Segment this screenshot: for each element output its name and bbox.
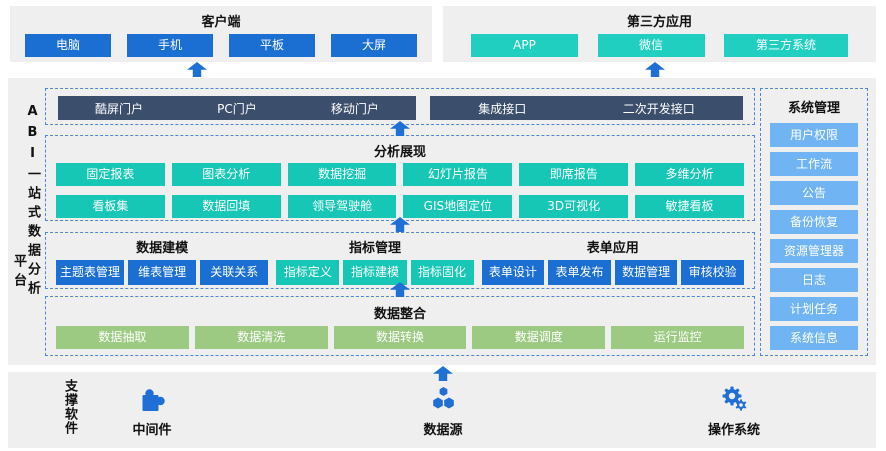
datasource-item: 数据源 (423, 386, 463, 438)
third-party-item-wechat: 微信 (597, 34, 705, 57)
client-item-bigscreen: 大屏 (331, 34, 417, 57)
analysis-item: 即席报告 (519, 163, 629, 186)
third-party-item-system: 第三方系统 (724, 34, 848, 57)
third-party-section: 第三方应用 APP 微信 第三方系统 (443, 6, 876, 62)
modeling-item: 维表管理 (128, 260, 197, 285)
os-item: 操作系统 (708, 386, 760, 438)
analysis-item: 多维分析 (635, 163, 744, 186)
platform-band: ABI一站式数据分析 平台 酷屏门户 PC门户 移动门户 集成接口 二次开发接口… (8, 78, 876, 365)
integration-section: 数据整合 数据抽取 数据清洗 数据转换 数据调度 运行监控 (45, 296, 755, 356)
portal-item-coolscreen: 酷屏门户 (95, 101, 144, 116)
interface-bar: 集成接口 二次开发接口 (430, 96, 743, 120)
platform-label-tail: 平台 (11, 254, 26, 292)
client-item-tablet: 平板 (229, 34, 315, 57)
portal-item-pc: PC门户 (217, 101, 257, 116)
system-item-resource-manager: 资源管理器 (770, 239, 858, 263)
analysis-item: 图表分析 (171, 163, 281, 186)
client-item-pc: 电脑 (25, 34, 111, 57)
form-item: 表单发布 (548, 260, 611, 285)
indicator-item: 指标定义 (276, 260, 340, 285)
analysis-item: 看板集 (56, 195, 165, 218)
portal-section: 酷屏门户 PC门户 移动门户 集成接口 二次开发接口 (45, 88, 755, 125)
third-party-item-app: APP (471, 34, 578, 57)
system-item-system-info: 系统信息 (770, 326, 858, 350)
form-item: 审核校验 (681, 260, 744, 285)
analysis-item: 敏捷看板 (635, 195, 744, 218)
form-item: 表单设计 (481, 260, 545, 285)
portal-item-mobile: 移动门户 (330, 101, 379, 116)
datasource-label: 数据源 (423, 423, 463, 438)
modeling-item: 主题表管理 (56, 260, 125, 285)
form-item: 数据管理 (614, 260, 678, 285)
modeling-item: 关联关系 (200, 260, 269, 285)
indicator-group: 指标管理 指标定义 指标建模 指标固化 (276, 233, 474, 288)
up-arrow (187, 62, 207, 77)
indicator-title: 指标管理 (348, 241, 401, 256)
data-modeling-group: 数据建模 主题表管理 维表管理 关联关系 (56, 233, 269, 288)
analysis-item: 数据挖掘 (287, 163, 397, 186)
integration-item: 数据调度 (472, 326, 606, 349)
system-section-title: 系统管理 (787, 101, 840, 116)
platform-label-main: ABI一站式数据分析 (25, 104, 40, 300)
gears-icon (721, 386, 747, 416)
client-section-title: 客户端 (201, 15, 241, 30)
system-item-backup: 备份恢复 (770, 210, 858, 234)
analysis-item: 幻灯片报告 (403, 163, 513, 186)
system-item-user-permissions: 用户权限 (770, 123, 858, 147)
middleware-label: 中间件 (132, 423, 172, 438)
system-item-scheduled-tasks: 计划任务 (770, 297, 858, 321)
form-group: 表单应用 表单设计 表单发布 数据管理 审核校验 (481, 233, 744, 288)
system-item-workflow: 工作流 (770, 152, 858, 176)
analysis-item: GIS地图定位 (403, 195, 513, 218)
analysis-item: 固定报表 (56, 163, 165, 186)
data-modeling-title: 数据建模 (136, 241, 189, 256)
form-title: 表单应用 (586, 241, 639, 256)
system-item-log: 日志 (770, 268, 858, 292)
client-item-mobile: 手机 (127, 34, 213, 57)
integration-item: 运行监控 (611, 326, 744, 349)
puzzle-icon (139, 386, 165, 416)
up-arrow (645, 62, 665, 77)
analysis-item: 数据回填 (171, 195, 281, 218)
system-section: 系统管理 用户权限 工作流 公告 备份恢复 资源管理器 日志 计划任务 系统信息 (760, 88, 868, 356)
integration-item: 数据抽取 (56, 326, 189, 349)
analysis-section-title: 分析展现 (373, 145, 426, 160)
interface-item-devapi: 二次开发接口 (622, 101, 695, 116)
third-party-section-title: 第三方应用 (626, 15, 692, 30)
system-item-announcement: 公告 (770, 181, 858, 205)
os-label: 操作系统 (707, 423, 761, 438)
hexagons-icon (430, 386, 456, 416)
support-band-label: 支撑软件 (62, 379, 77, 435)
analysis-item: 领导驾驶舱 (287, 195, 397, 218)
indicator-item: 指标建模 (343, 260, 407, 285)
integration-section-title: 数据整合 (373, 307, 426, 322)
support-band: 支撑软件 中间件 数据源 (8, 372, 876, 448)
middleware-item: 中间件 (132, 386, 172, 438)
analysis-item: 3D可视化 (519, 195, 629, 218)
integration-item: 数据转换 (333, 326, 467, 349)
integration-item: 数据清洗 (194, 326, 328, 349)
interface-item-integration: 集成接口 (478, 101, 527, 116)
analysis-section: 分析展现 固定报表 图表分析 数据挖掘 幻灯片报告 即席报告 多维分析 看板集 … (45, 135, 755, 221)
portal-bar: 酷屏门户 PC门户 移动门户 (58, 96, 416, 120)
client-section: 客户端 电脑 手机 平板 大屏 (10, 6, 432, 62)
modeling-section: 数据建模 主题表管理 维表管理 关联关系 指标管理 指标定义 指标建模 指标固化… (45, 232, 755, 289)
indicator-item: 指标固化 (410, 260, 474, 285)
